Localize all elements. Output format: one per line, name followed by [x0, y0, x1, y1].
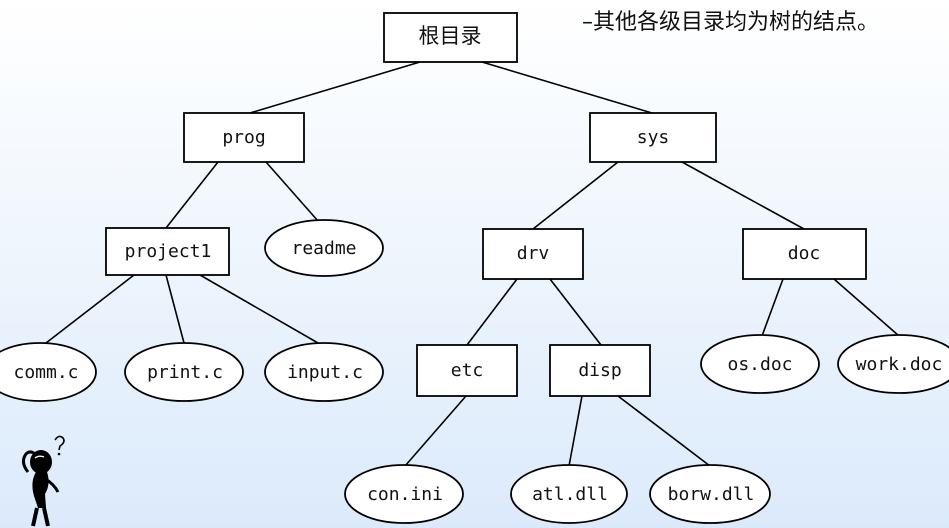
edge-project1-print	[165, 274, 185, 344]
node-label: borw.dll	[668, 484, 755, 505]
dir-node-sys: sys	[589, 112, 717, 163]
node-label: drv	[517, 243, 550, 264]
edge-doc-workdoc	[833, 278, 900, 337]
dir-node-etc: etc	[416, 344, 518, 397]
edge-etc-conini	[404, 395, 467, 467]
tree-edges	[45, 61, 900, 467]
node-label: 根目录	[419, 24, 482, 48]
file-node-borw-dll: borw.dll	[649, 464, 771, 524]
dir-node-drv: drv	[482, 228, 584, 280]
node-label: prog	[222, 127, 265, 148]
file-node-input-c: input.c	[264, 342, 384, 402]
edge-drv-disp	[549, 278, 602, 346]
tree-caption: –其他各级目录均为树的结点。	[582, 10, 880, 35]
edge-disp-borwdll	[617, 395, 711, 467]
node-label: con.ini	[367, 484, 443, 505]
file-node-atl-dll: atl.dll	[510, 464, 628, 524]
file-node-comm-c: comm.c	[0, 342, 97, 402]
dir-node-root: 根目录	[383, 12, 518, 63]
node-label: work.doc	[856, 354, 943, 375]
edge-root-prog	[249, 61, 421, 114]
node-label: doc	[788, 243, 821, 264]
file-node-work-doc: work.doc	[837, 334, 949, 394]
edge-project1-comm	[45, 274, 135, 344]
edge-disp-atldll	[568, 395, 583, 467]
edge-project1-input	[199, 274, 319, 344]
edge-root-sys	[481, 61, 653, 114]
node-label: sys	[637, 127, 670, 148]
dir-node-doc: doc	[742, 228, 867, 280]
file-node-readme: readme	[264, 219, 384, 277]
node-label: input.c	[287, 362, 363, 383]
node-label: project1	[125, 241, 212, 262]
edge-drv-etc	[466, 278, 518, 346]
edge-doc-osdoc	[761, 278, 784, 337]
node-label: comm.c	[13, 362, 78, 383]
thinking-person-icon	[21, 435, 65, 527]
node-label: readme	[291, 238, 356, 259]
edge-prog-project1	[165, 161, 219, 229]
edge-sys-drv	[532, 161, 619, 230]
node-label: print.c	[147, 362, 223, 383]
edge-sys-doc	[681, 161, 805, 230]
file-node-con-ini: con.ini	[344, 464, 464, 524]
dir-node-disp: disp	[549, 344, 651, 397]
dir-node-project1: project1	[105, 227, 230, 276]
node-label: os.doc	[727, 354, 792, 375]
node-label: disp	[578, 360, 621, 381]
edge-prog-readme	[265, 161, 319, 222]
file-node-print-c: print.c	[124, 342, 244, 402]
node-label: etc	[451, 360, 484, 381]
node-label: atl.dll	[532, 484, 608, 505]
file-node-os-doc: os.doc	[700, 334, 820, 394]
dir-node-prog: prog	[183, 112, 305, 163]
